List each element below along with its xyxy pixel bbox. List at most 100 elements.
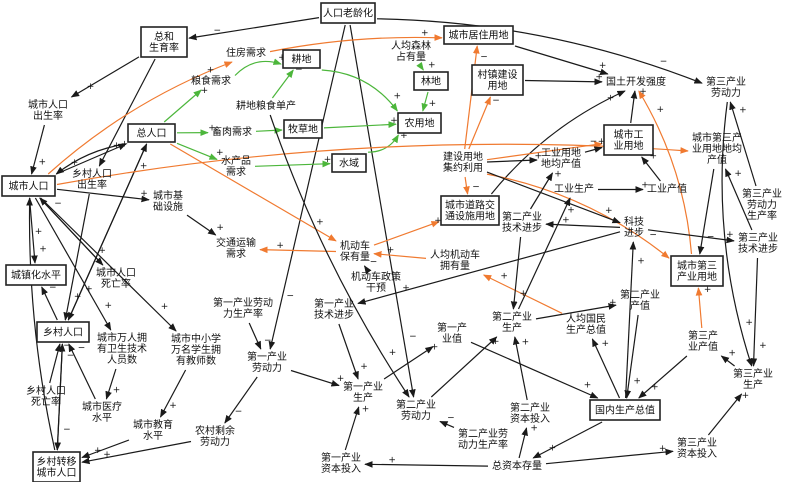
label-text-teachers: 万名学生拥 xyxy=(171,343,221,356)
label-text-pri_tech: 第一产业 xyxy=(314,297,354,310)
link-forest-to-agriland xyxy=(421,91,429,112)
box-text-gdp: 国内生产总值 xyxy=(595,404,655,417)
label-text-urban_death: 城市人口 xyxy=(96,266,136,279)
label-text-veh_policy: 机动车政策 xyxy=(351,270,401,283)
label-text-ind_value: 工业产值 xyxy=(647,182,687,195)
link-sign: + xyxy=(394,91,402,101)
link-totalpop-to-aquatic xyxy=(176,142,218,160)
link-sign: − xyxy=(590,137,598,147)
label-text-tech: 科技 xyxy=(624,215,644,228)
box-frame-village xyxy=(471,64,524,96)
box-text-resland: 城市居住用地 xyxy=(449,29,509,42)
link-capital-to-tert_invest xyxy=(545,448,674,465)
link-pri_labor-to-surplus xyxy=(224,376,258,424)
link-land_eff-to-resland xyxy=(464,45,480,150)
box-text-indland: 城市工 xyxy=(614,128,644,141)
link-ind_value-to-indland xyxy=(641,156,661,182)
link-sec_lab_rate-to-sec_labor xyxy=(439,420,455,428)
box-text-indland: 业用地 xyxy=(614,139,644,152)
link-infra-to-transport xyxy=(186,214,217,236)
label-text-urban_birth: 出生率 xyxy=(33,109,63,122)
box-frame-roadland xyxy=(440,195,500,226)
link-sign: + xyxy=(549,444,557,454)
box-frame-aging xyxy=(320,2,376,24)
link-sign: + xyxy=(316,217,324,227)
box-water: 水域 xyxy=(331,153,367,173)
label-text-gdp_pc: 人均国民 xyxy=(566,313,606,325)
box-text-tertland: 产业用地 xyxy=(677,270,717,283)
link-gdp-to-gdp_pc xyxy=(591,338,621,399)
link-pri_tech-to-pri_prod xyxy=(338,323,359,380)
link-tert_labor-to-tert_prod xyxy=(721,101,753,367)
label-text-tert_labor: 第三产业 xyxy=(706,75,746,88)
link-sign: − xyxy=(447,413,455,423)
label-text-transport: 需求 xyxy=(226,248,246,260)
label-text-veh_pc: 拥有量 xyxy=(440,259,470,272)
link-sign: + xyxy=(609,298,617,308)
label-text-pri_prod: 第一产业 xyxy=(343,380,383,393)
label-text-vehicles: 机动车 xyxy=(340,239,370,252)
box-totalpop: 总人口 xyxy=(127,123,176,143)
link-sign: − xyxy=(78,343,86,353)
link-land_eff-to-village xyxy=(468,96,491,150)
link-doctors-to-medical xyxy=(105,368,117,400)
link-sign: − xyxy=(63,425,71,435)
link-sign: + xyxy=(388,456,396,466)
link-teachers-to-education xyxy=(159,369,187,418)
link-ruralpop-to-urbanrate xyxy=(41,286,58,321)
label-text-pri_prod: 生产 xyxy=(353,391,373,404)
link-urban_death-to-urbanpop xyxy=(39,197,104,266)
link-tert_lab_rate-to-tert_labor xyxy=(729,101,757,187)
link-grain_yield-to-sec_labor xyxy=(269,114,410,398)
box-text-forest: 林地 xyxy=(421,75,441,88)
box-frame-indland xyxy=(603,124,654,156)
link-sign: + xyxy=(599,61,607,71)
box-text-grass: 牧草地 xyxy=(288,123,318,136)
link-sign: + xyxy=(216,223,224,233)
link-gdp-to-capital xyxy=(532,421,603,459)
link-sign: + xyxy=(35,227,43,237)
box-frame-water xyxy=(331,153,367,173)
label-text-sec_tech: 第二产业 xyxy=(502,210,542,223)
link-sign: + xyxy=(522,337,530,347)
label-text-ind_prod: 工业生产 xyxy=(554,182,594,195)
link-sign: + xyxy=(140,189,148,199)
link-tert_prod-to-tert_value xyxy=(720,355,735,367)
link-sign: + xyxy=(633,377,641,387)
box-text-agriland: 农用地 xyxy=(405,117,435,130)
link-sign: + xyxy=(421,28,429,38)
label-text-pri_invest: 第一产业 xyxy=(321,451,361,464)
label-text-rural_death: 乡村人口 xyxy=(26,384,66,397)
link-sign: + xyxy=(389,348,397,358)
link-sign: − xyxy=(214,26,222,36)
label-text-teachers: 有教师数 xyxy=(176,354,216,367)
link-sign: + xyxy=(39,244,47,254)
link-aquatic-to-water xyxy=(254,160,331,168)
link-sign: − xyxy=(370,257,378,267)
label-text-pri_invest: 资本投入 xyxy=(321,462,361,475)
link-tfr-to-rural_birth xyxy=(98,58,156,167)
link-tert_value-to-tertland xyxy=(695,287,703,329)
label-capital: 总资本存量 xyxy=(492,459,542,472)
label-text-surplus: 劳动力 xyxy=(200,435,230,448)
link-sign: + xyxy=(759,341,767,351)
box-grass: 牧草地 xyxy=(283,119,323,139)
label-text-education: 城市教育 xyxy=(133,418,173,431)
label-text-grain: 粮食需求 xyxy=(191,74,231,87)
link-sign: + xyxy=(530,424,538,434)
variable-nodes: 人口老龄化总和生育率城市居住用地耕地林地村镇建设用地总人口牧草地农用地水域城市工… xyxy=(1,2,782,482)
link-sec_tech-to-ind_out_per_land xyxy=(529,172,554,210)
link-sign: + xyxy=(639,87,647,97)
link-sign: + xyxy=(605,206,613,216)
link-sign: + xyxy=(71,158,79,168)
